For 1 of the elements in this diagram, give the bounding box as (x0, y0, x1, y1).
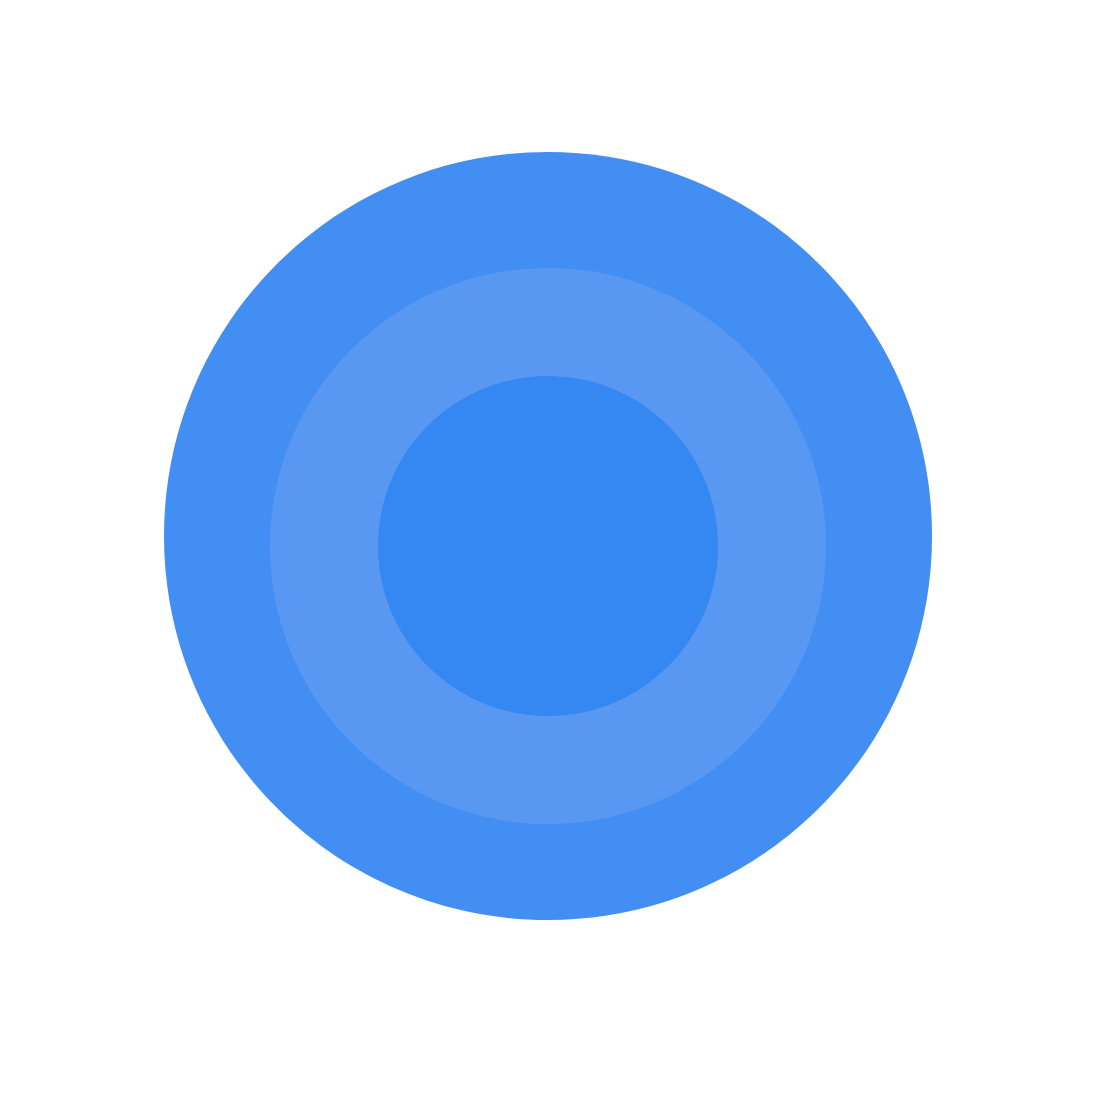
circle-shape (378, 376, 718, 716)
